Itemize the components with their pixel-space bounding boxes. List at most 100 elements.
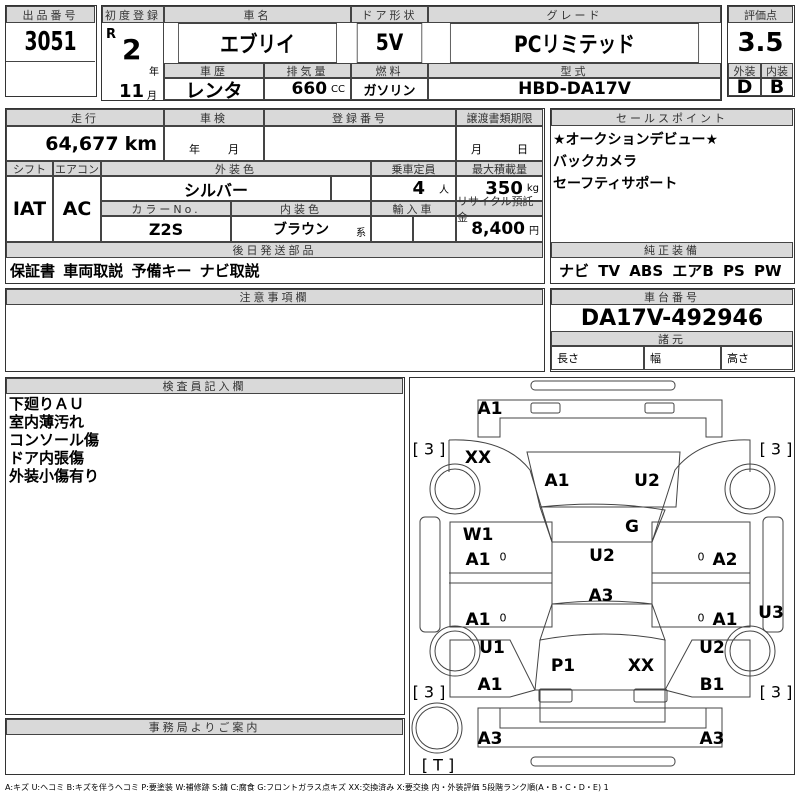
vehicle-info: 初度登録 車名 ドア形状 グレード R 2 年 11 月 エブリイ 5V PCリ… <box>101 5 722 102</box>
sales-point-box: セールスポイント ★オークションデビュー★ バックカメラ セーフティサポート 純… <box>550 108 795 284</box>
inspection-year-unit: 年 <box>189 143 200 156</box>
displacement-value: 660 <box>291 79 328 99</box>
score-box: 評価点 3.5 外装 内装 D B <box>727 5 795 98</box>
shift-label: シフト <box>6 161 53 176</box>
tire-rating: [ 3 ] <box>412 682 446 702</box>
damage-mark: 0 <box>697 611 705 625</box>
fuel-value: ガソリン <box>351 78 428 100</box>
score-value: 3.5 <box>737 28 784 58</box>
divider <box>6 61 95 62</box>
ext-score-label: 外装 <box>728 63 761 78</box>
int-color-label: 内装色 <box>231 201 371 216</box>
recycle-unit: 円 <box>529 225 539 237</box>
chassis-label: 車台番号 <box>551 289 793 305</box>
capacity-label: 乗車定員 <box>371 161 456 176</box>
inspector-notes: 下廻りＡＵ 室内薄汚れ コンソール傷 ドア内張傷 外装小傷有り <box>9 395 99 485</box>
load-label: 最大積載量 <box>456 161 543 176</box>
later-parts-value: 保証書 車両取説 予備キー ナビ取説 <box>10 262 260 280</box>
inspector-note: 室内薄汚れ <box>9 413 85 431</box>
notes-box: 注意事項欄 <box>5 288 545 372</box>
damage-mark: XX <box>627 656 655 676</box>
height-label: 高さ <box>721 346 793 370</box>
damage-mark: 0 <box>499 611 507 625</box>
transfer-day-unit: 日 <box>517 143 528 156</box>
int-score-label: 内装 <box>761 63 793 78</box>
int-score: B <box>761 76 793 98</box>
displacement-unit: CC <box>331 83 345 95</box>
model-value: HBD-DA17V <box>428 78 721 100</box>
later-parts-label: 後日発送部品 <box>6 242 543 258</box>
import-cell-2 <box>413 216 456 242</box>
reg-month-unit: 月 <box>147 91 157 102</box>
grade-value: PCリミテッド <box>449 23 700 63</box>
width-label: 幅 <box>644 346 721 370</box>
lot-label: 出品番号 <box>6 6 95 23</box>
damage-mark: A2 <box>712 550 738 570</box>
score-label: 評価点 <box>728 6 793 23</box>
equipment-label: 純正装備 <box>551 242 793 258</box>
ext-color-extra <box>331 176 371 201</box>
capacity-value: 4 <box>412 178 425 199</box>
tire-rating: [ 3 ] <box>759 682 793 702</box>
damage-mark: A3 <box>699 729 725 749</box>
inspector-label: 検査員記入欄 <box>6 378 403 394</box>
chassis-box: 車台番号 DA17V-492946 諸元 長さ 幅 高さ <box>550 288 795 372</box>
sales-item: セーフティサポート <box>553 176 678 192</box>
damage-mark: U2 <box>634 471 660 491</box>
damage-mark: XX <box>464 448 492 468</box>
lot-box: 出品番号 3051 <box>5 5 97 97</box>
sales-item: ★オークションデビュー★ <box>553 132 719 148</box>
damage-mark: A1 <box>465 610 491 630</box>
office-box: 事務局よりご案内 <box>5 718 405 775</box>
inspection-label: 車検 <box>164 109 264 126</box>
damage-mark: U1 <box>479 638 505 658</box>
equipment-value: ナビ TV ABS エアB PS PW <box>559 262 782 280</box>
damage-mark: A1 <box>712 610 738 630</box>
reg-cell: R 2 年 11 月 <box>102 23 164 102</box>
ac-label: エアコン <box>53 161 101 176</box>
damage-mark: A3 <box>588 586 614 606</box>
damage-mark: U3 <box>758 603 784 623</box>
transfer-cell: 月日 <box>456 126 543 161</box>
displacement-label: 排気量 <box>264 63 351 78</box>
car-name-label: 車名 <box>164 6 351 23</box>
reg-month: 11 <box>119 81 145 102</box>
int-color-value: ブラウン <box>273 222 329 238</box>
damage-mark: 0 <box>697 550 705 564</box>
legend: A:キズ U:ヘコミ B:キズを伴うヘコミ P:要塗装 W:補修跡 S:錆 C:… <box>5 783 609 792</box>
damage-mark: A3 <box>477 729 503 749</box>
mileage-value: 64,677 <box>45 132 119 155</box>
sales-item: バックカメラ <box>553 154 637 170</box>
damage-diagram <box>409 377 795 775</box>
inspector-note: 外装小傷有り <box>9 467 100 485</box>
inspection-cell: 年月 <box>164 126 264 161</box>
plate-label: 登録番号 <box>264 109 456 126</box>
history-value: レンタ <box>164 78 264 102</box>
history-label: 車歴 <box>164 63 264 78</box>
ext-color-label: 外装色 <box>101 161 371 176</box>
reg-year: 2 <box>122 33 142 66</box>
transfer-month-unit: 月 <box>471 143 482 156</box>
reg-era: R <box>106 27 117 42</box>
office-label: 事務局よりご案内 <box>6 719 403 735</box>
notes-label: 注意事項欄 <box>6 289 543 305</box>
reg-label: 初度登録 <box>102 6 164 23</box>
load-value: 350 <box>485 178 523 199</box>
int-color-cell: ブラウン系 <box>231 216 371 242</box>
sales-label: セールスポイント <box>551 109 793 126</box>
ext-color-value: シルバー <box>101 176 331 201</box>
import-cell-1 <box>371 216 413 242</box>
damage-mark: A1 <box>465 550 491 570</box>
recycle-value: 8,400 <box>471 219 525 239</box>
damage-mark: A1 <box>477 675 503 695</box>
capacity-unit: 人 <box>439 185 449 196</box>
recycle-cell: 8,400 円 <box>456 216 543 242</box>
color-no-value: Z2S <box>101 216 231 242</box>
tire-rating: [ 3 ] <box>759 439 793 459</box>
